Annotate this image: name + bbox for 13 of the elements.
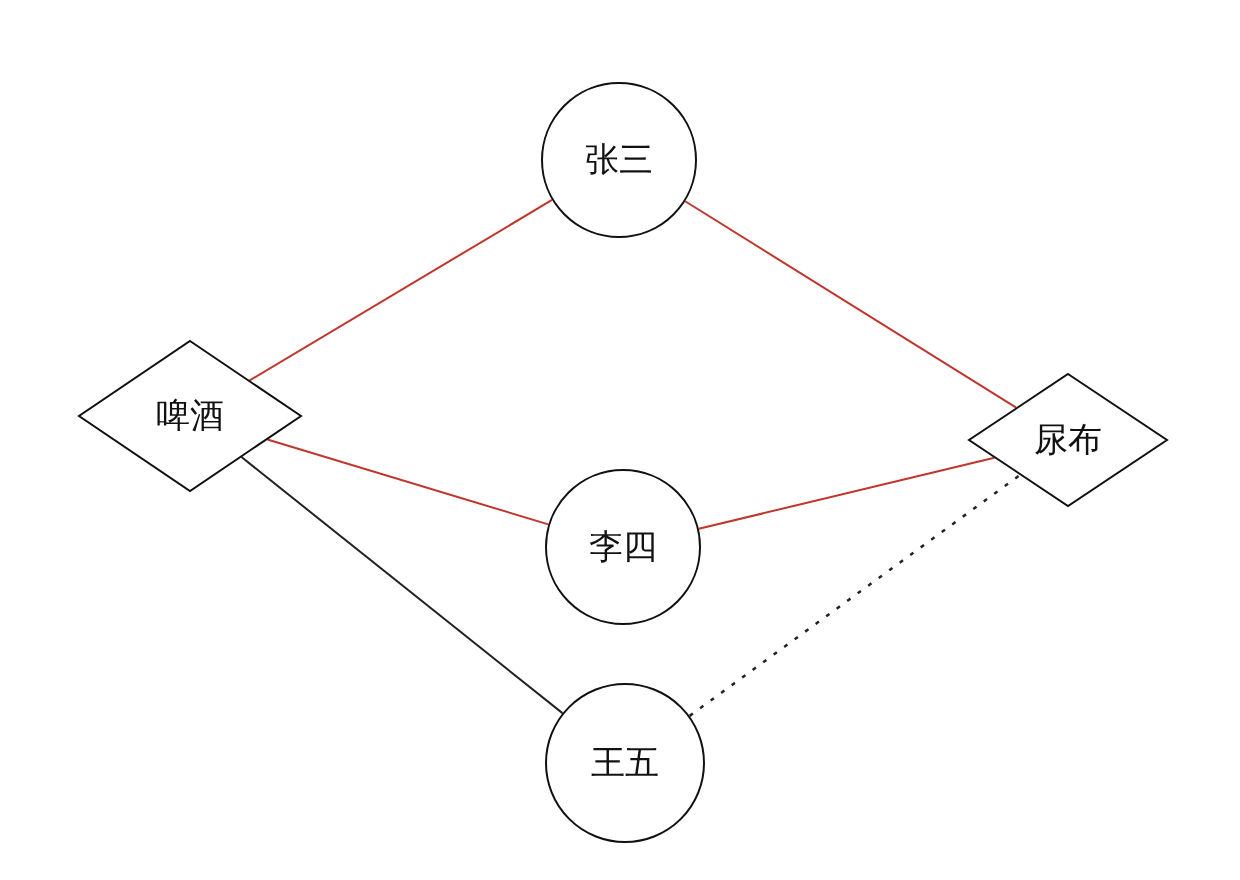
diamond-node <box>968 373 1168 507</box>
dotted-connector <box>688 473 1021 717</box>
node-label: 张三 <box>585 138 653 181</box>
connector-line <box>684 200 1018 409</box>
diamond-node <box>78 340 302 492</box>
node-label: 王五 <box>591 741 659 784</box>
connector-line <box>266 438 550 526</box>
connector-line <box>248 198 553 382</box>
node-label: 尿布 <box>1034 418 1102 461</box>
node-label: 啤酒 <box>156 394 224 437</box>
node-label: 李四 <box>589 525 657 568</box>
connector-line <box>240 456 564 715</box>
connector-line <box>697 456 996 530</box>
